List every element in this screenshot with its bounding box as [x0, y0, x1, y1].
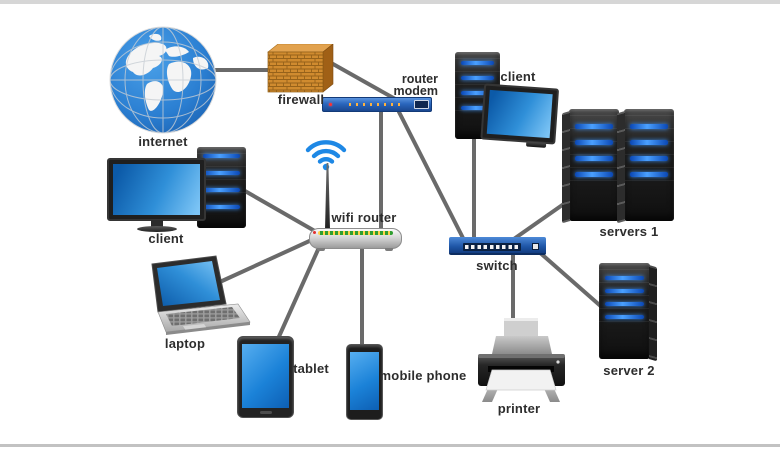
monitor-base	[137, 226, 177, 232]
monitor-neck	[151, 220, 163, 227]
tower-leds	[203, 154, 240, 222]
label-client-left: client	[148, 231, 184, 246]
label-switch: switch	[476, 258, 518, 273]
laptop-icon	[151, 255, 251, 335]
wire-wifirouter-clientleft	[243, 189, 322, 236]
monitor-screen	[486, 89, 553, 139]
wifi-router-device	[309, 228, 402, 249]
label-modem-line: modem	[393, 83, 438, 98]
router-antenna	[325, 163, 330, 230]
label-router-line: router	[401, 72, 438, 86]
label-client-top: client	[500, 69, 536, 84]
wire-firewall-modem	[331, 62, 399, 102]
modem-port	[414, 100, 429, 109]
mobile-phone-device	[346, 344, 383, 420]
label-mobile-phone: mobile phone	[379, 368, 467, 383]
switch-device	[449, 237, 546, 255]
label-wifi-router: wifi router	[331, 210, 397, 225]
wire-switch-server2	[536, 249, 606, 311]
top-border	[0, 0, 780, 4]
monitor-frame	[480, 83, 560, 145]
client-top-monitor	[480, 83, 560, 150]
switch-uplink-port	[532, 243, 539, 250]
label-router-modem: router modem	[388, 72, 438, 98]
router-modem-device	[322, 97, 432, 112]
label-laptop: laptop	[164, 336, 206, 351]
tower-leds	[575, 124, 613, 188]
label-servers-1: servers 1	[599, 224, 659, 239]
router-foot	[385, 248, 393, 251]
router-foot	[317, 248, 325, 251]
label-firewall: firewall	[277, 92, 325, 107]
tower-side	[617, 111, 625, 224]
servers1-tower-b	[617, 109, 674, 224]
label-printer: printer	[497, 401, 541, 416]
bottom-border	[0, 444, 780, 447]
tablet-device	[237, 336, 294, 418]
wire-modem-switch	[397, 110, 466, 242]
servers1-tower-a	[562, 109, 619, 224]
globe-icon	[109, 26, 217, 134]
wire-servers1-switch	[509, 199, 570, 243]
phone-screen	[350, 352, 379, 410]
tower-side	[649, 265, 657, 362]
switch-ports	[463, 243, 521, 251]
firewall-icon	[267, 44, 334, 93]
server2-tower	[599, 263, 657, 362]
printer-icon	[478, 318, 565, 402]
tower-leds	[630, 124, 668, 188]
tower-side	[562, 111, 570, 224]
modem-status-lights	[349, 103, 401, 106]
tablet-screen	[242, 344, 289, 408]
wire-wifirouter-laptop	[220, 236, 318, 283]
router-power-led	[313, 231, 316, 234]
wifi-signal-icon	[305, 140, 347, 171]
monitor-screen	[113, 164, 200, 215]
router-led-strip	[318, 231, 393, 235]
tablet-home-button	[259, 411, 272, 414]
label-tablet: tablet	[293, 361, 329, 376]
modem-power-led	[329, 103, 332, 106]
label-internet: internet	[138, 134, 188, 149]
monitor-frame	[107, 158, 206, 221]
wire-wifirouter-tablet	[275, 241, 323, 343]
label-server-2: server 2	[603, 363, 655, 378]
client-left-monitor	[107, 158, 206, 233]
tower-leds	[461, 61, 494, 121]
tower-leds	[605, 276, 644, 328]
monitor-base	[525, 141, 547, 148]
